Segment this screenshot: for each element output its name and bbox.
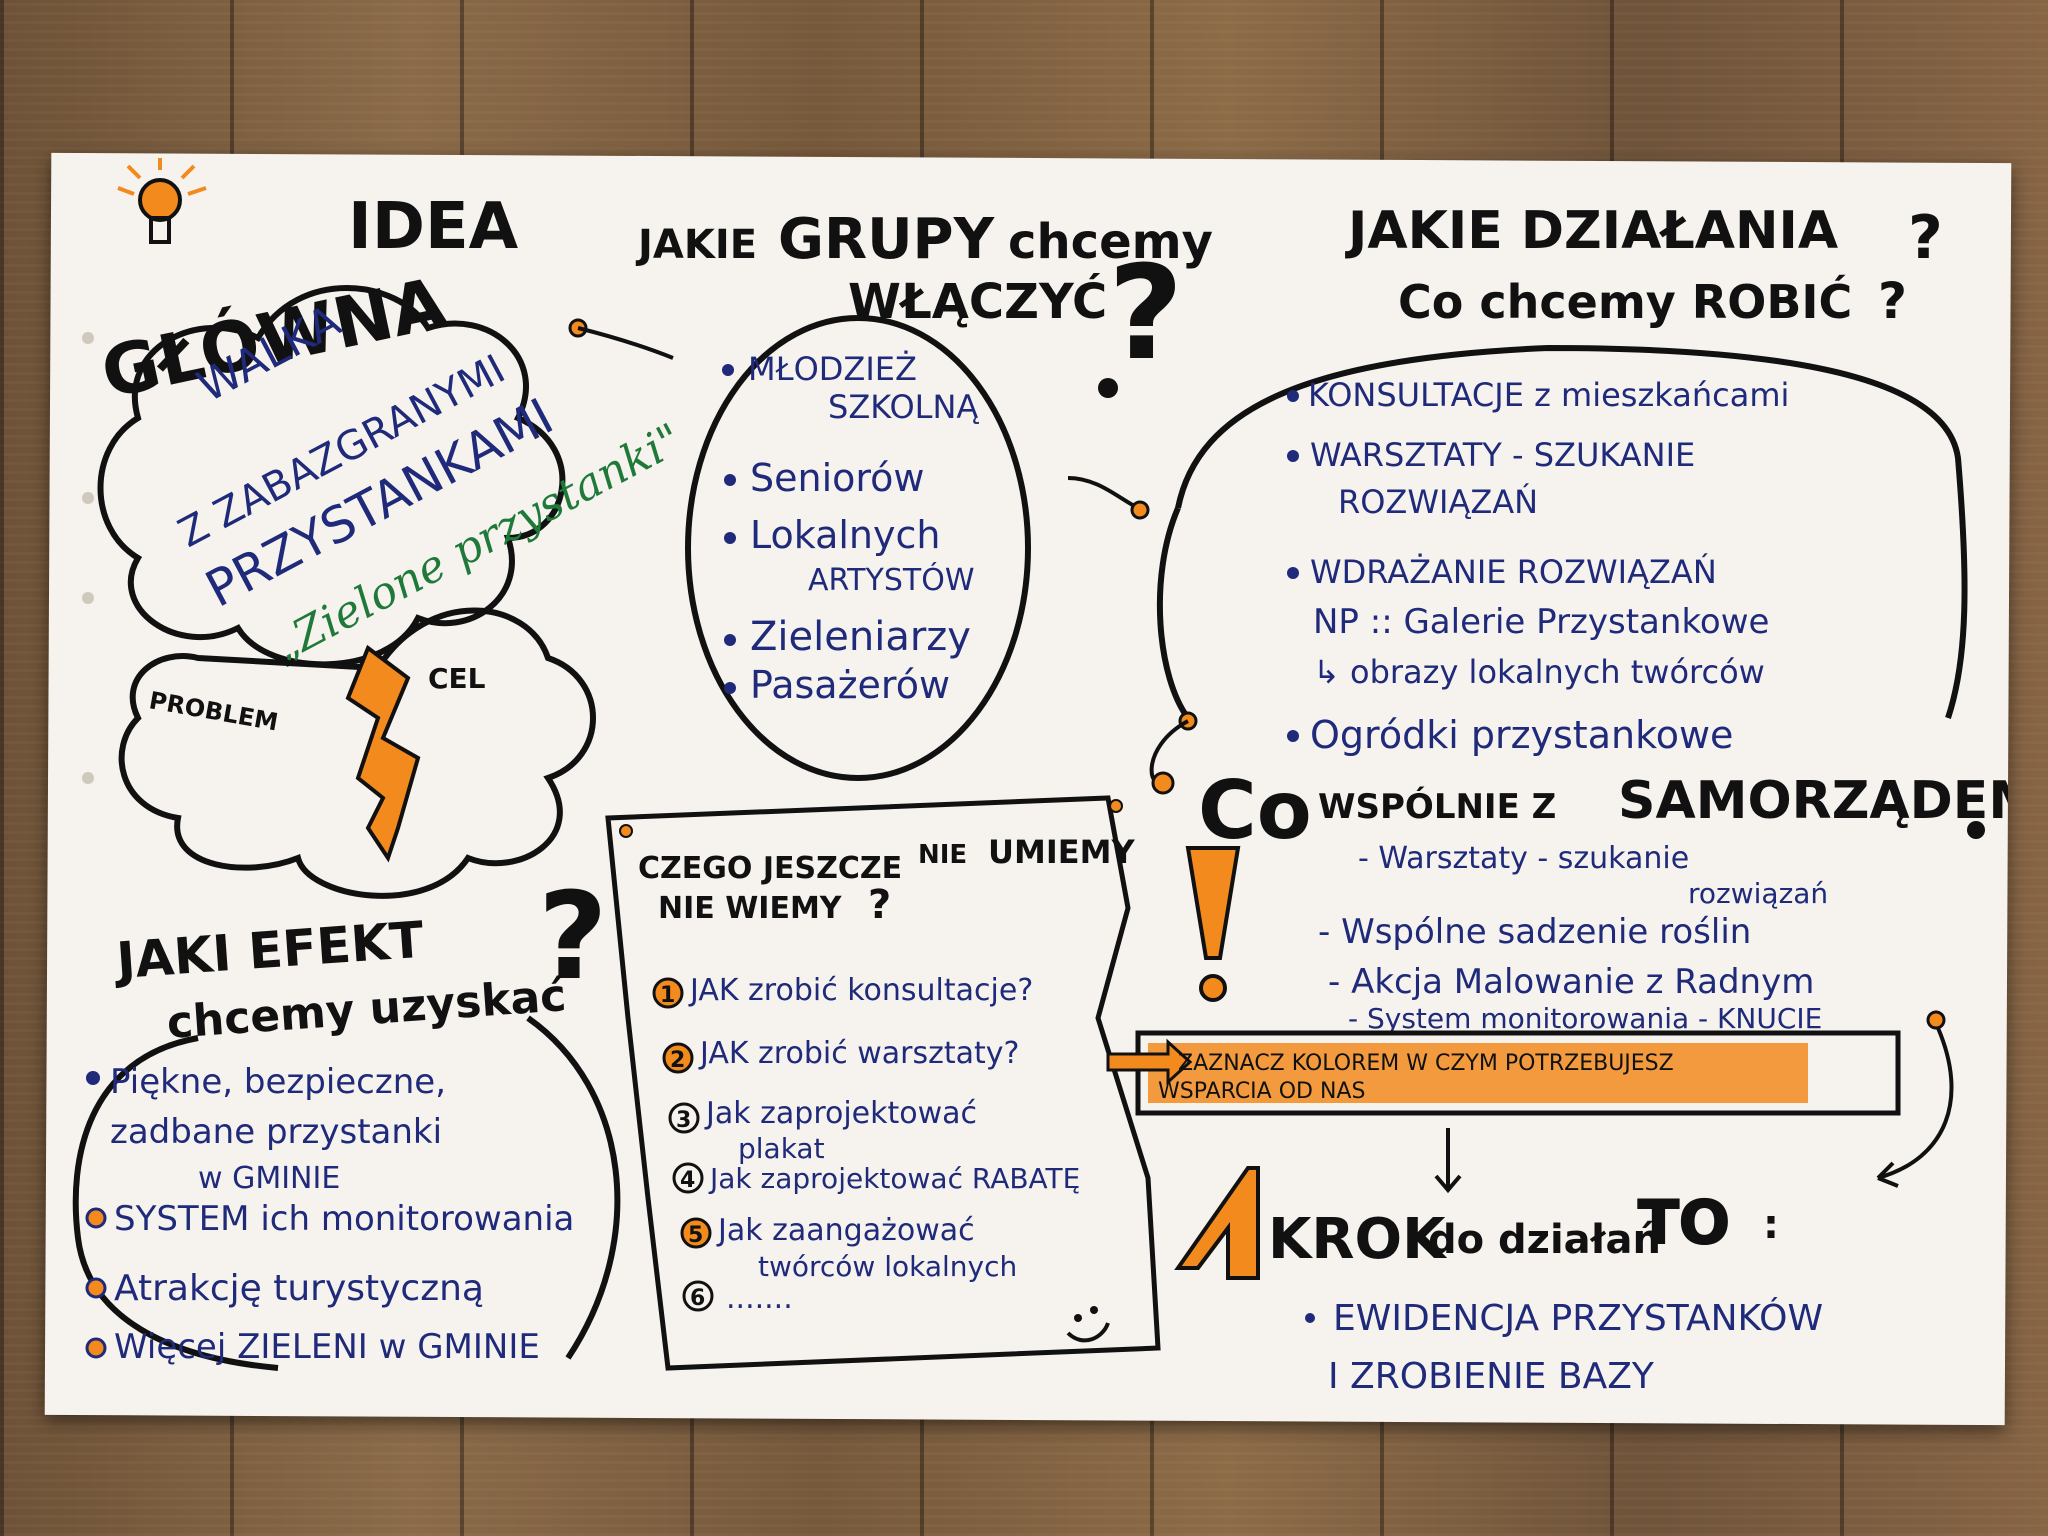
- action-item-3: ROZWIĄZAŃ: [1338, 483, 1538, 521]
- effect-item-4: SYSTEM ich monitorowania: [114, 1199, 574, 1239]
- step-number-1-shape: [1174, 1166, 1260, 1280]
- note-line-2: WSPARCIA OD NAS: [1158, 1079, 1365, 1104]
- together-title-3: SAMORZĄDEM: [1618, 771, 2008, 831]
- goal-label: CEL: [428, 662, 486, 695]
- together-item-5: - System monitorowania - KNUCIE: [1348, 1002, 1822, 1035]
- first-step-title-2: do działań: [1428, 1217, 1661, 1263]
- connector-line: [577, 326, 674, 360]
- svg-text::: :: [1763, 1202, 1779, 1248]
- together-item-3: - Wspólne sadzenie roślin: [1318, 912, 1751, 952]
- unknown-item-1: JAK zrobić konsultacje?: [688, 973, 1033, 1008]
- unknowns-title-3: UMIEMY: [988, 833, 1135, 871]
- actions-question-mark-2: ?: [1878, 272, 1907, 330]
- actions-question-mark-1: ?: [1908, 203, 1943, 273]
- orange-highlight: [1148, 1043, 1808, 1103]
- unknown-number-2: 2: [670, 1048, 685, 1073]
- group-item-7: Pasażerów: [750, 663, 950, 707]
- unknowns-title-2: NIE: [918, 840, 967, 870]
- unknown-item-2: JAK zrobić warsztaty?: [698, 1036, 1019, 1071]
- groups-title-3: chcemy: [1008, 214, 1213, 270]
- actions-bubble: [1175, 344, 1968, 719]
- together-item-4: - Akcja Malowanie z Radnym: [1328, 962, 1814, 1002]
- exclamation-icon: [1185, 846, 1241, 960]
- first-step-section: KROK do działań TO : EWIDENCJA PRZYSTANK…: [1174, 1166, 1823, 1397]
- action-item-7: Ogródki przystankowe: [1310, 713, 1733, 757]
- group-item-6: Zieleniarzy: [750, 614, 971, 660]
- actions-section: JAKIE DZIAŁANIA ? Co chcemy ROBIĆ ? KONS…: [1149, 201, 1968, 785]
- together-title-2: WSPÓLNIE Z: [1318, 786, 1556, 827]
- unknown-number-5: 5: [688, 1223, 703, 1248]
- groups-question-mark: ?: [1108, 237, 1183, 389]
- group-item-5: ARTYSTÓW: [808, 561, 974, 598]
- unknowns-question-mark: ?: [868, 882, 891, 928]
- action-item-5: NP :: Galerie Przystankowe: [1313, 602, 1769, 642]
- unknown-item-6: .......: [726, 1281, 793, 1316]
- first-step-title-3: TO: [1638, 1188, 1730, 1258]
- lightning-bolt-icon: [345, 644, 421, 863]
- effect-title-1: JAKI EFEKT: [112, 911, 426, 991]
- problem-goal-cloud: [118, 607, 596, 899]
- unknown-number-3: 3: [676, 1108, 691, 1133]
- down-arrow-icon: [1434, 1128, 1462, 1194]
- effect-section: JAKI EFEKT chcemy uzyskać ? Piękne, bezp…: [72, 868, 621, 1371]
- main-idea-heading-2: IDEA: [348, 190, 519, 264]
- together-title-1: Co: [1198, 764, 1312, 857]
- groups-title-1: JAKIE: [635, 222, 757, 268]
- unknown-number-1: 1: [660, 983, 675, 1008]
- unknown-item-5: Jak zaangażować: [716, 1213, 975, 1248]
- flipchart-drawing: GŁÓWNA IDEA WALKA Z ZABAZGRANYMI PRZYSTA…: [72, 158, 2008, 1397]
- actions-title-2: Co chcemy ROBIĆ: [1398, 275, 1852, 329]
- action-item-2: WARSZTATY - SZUKANIE: [1310, 436, 1695, 474]
- effect-item-1: Piękne, bezpieczne,: [110, 1062, 446, 1102]
- together-item-2: rozwiązań: [1688, 877, 1828, 910]
- action-item-1: KONSULTACJE z mieszkańcami: [1308, 376, 1789, 414]
- unknowns-section: CZEGO JESZCZE NIE UMIEMY NIE WIEMY ? 1 J…: [605, 795, 1161, 1371]
- unknown-item-3b: plakat: [738, 1132, 825, 1165]
- lightbulb-icon: [117, 158, 207, 244]
- unknowns-title-4: NIE WIEMY: [658, 891, 843, 926]
- effect-item-6: Więcej ZIELENI w GMINIE: [114, 1327, 540, 1367]
- unknowns-title-1: CZEGO JESZCZE: [638, 851, 902, 886]
- actions-title-1: JAKIE DZIAŁANIA: [1345, 201, 1838, 261]
- effect-question-mark: ?: [538, 868, 608, 1007]
- effect-item-3: w GMINIE: [198, 1161, 340, 1196]
- together-section: Co WSPÓLNIE Z SAMORZĄDEM - Warsztaty - s…: [1151, 764, 2008, 1188]
- effect-item-5: Atrakcję turystyczną: [114, 1268, 484, 1309]
- groups-section: JAKIE GRUPY chcemy WŁĄCZYĆ ? MŁODZIEŻ SZ…: [635, 207, 1213, 781]
- groups-bubble: [685, 315, 1031, 781]
- group-item-2: SZKOLNĄ: [828, 388, 979, 426]
- effect-item-2: zadbane przystanki: [110, 1112, 442, 1152]
- unknown-item-5b: twórców lokalnych: [758, 1250, 1017, 1283]
- unknown-number-6: 6: [690, 1286, 705, 1311]
- first-step-title-1: KROK: [1268, 1207, 1448, 1272]
- effect-bracket: [72, 1015, 621, 1371]
- first-step-item-1: EWIDENCJA PRZYSTANKÓW: [1333, 1297, 1823, 1339]
- arrow-right-icon: [1106, 1038, 1193, 1086]
- note-line-1: ZAZNACZ KOLOREM W CZYM POTRZEBUJESZ: [1178, 1051, 1674, 1076]
- together-item-1: - Warsztaty - szukanie: [1358, 841, 1689, 876]
- unknown-item-4: Jak zaprojektować RABATĘ: [708, 1162, 1080, 1195]
- unknown-item-3: Jak zaprojektować: [704, 1096, 977, 1131]
- smiley-icon: [1066, 1306, 1110, 1343]
- group-item-3: Seniorów: [750, 456, 925, 500]
- action-item-4: WDRAŻANIE ROZWIĄZAŃ: [1310, 553, 1717, 591]
- first-step-item-2: I ZROBIENIE BAZY: [1328, 1356, 1655, 1397]
- problem-label: PROBLEM: [147, 686, 280, 736]
- main-idea-section: GŁÓWNA IDEA WALKA Z ZABAZGRANYMI PRZYSTA…: [94, 158, 690, 899]
- support-note: ZAZNACZ KOLOREM W CZYM POTRZEBUJESZ WSPA…: [1106, 1030, 1901, 1194]
- group-item-4: Lokalnych: [750, 513, 940, 557]
- unknowns-frame: [605, 795, 1161, 1371]
- binder-holes: [82, 332, 94, 784]
- idea-cloud: [97, 285, 566, 668]
- unknown-number-4: 4: [680, 1168, 695, 1193]
- group-item-1: MŁODZIEŻ: [748, 350, 917, 388]
- action-item-6: ↳ obrazy lokalnych twórców: [1313, 653, 1765, 691]
- groups-title-2: GRUPY: [778, 207, 996, 272]
